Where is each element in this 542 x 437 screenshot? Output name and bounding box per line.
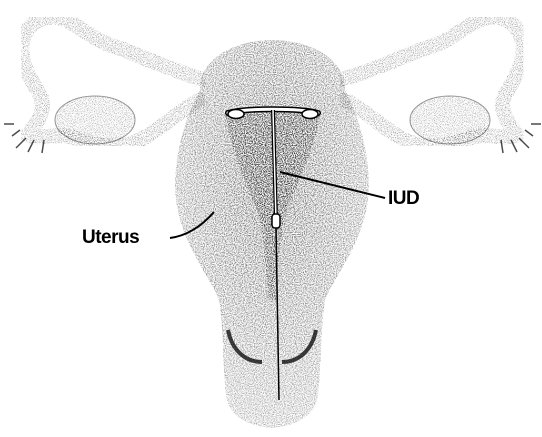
iud-label: IUD: [388, 189, 419, 208]
left-ovary: [55, 96, 135, 144]
right-ovary: [410, 96, 490, 144]
uterus-label: Uterus: [82, 228, 139, 247]
uterus-body: [175, 40, 369, 428]
